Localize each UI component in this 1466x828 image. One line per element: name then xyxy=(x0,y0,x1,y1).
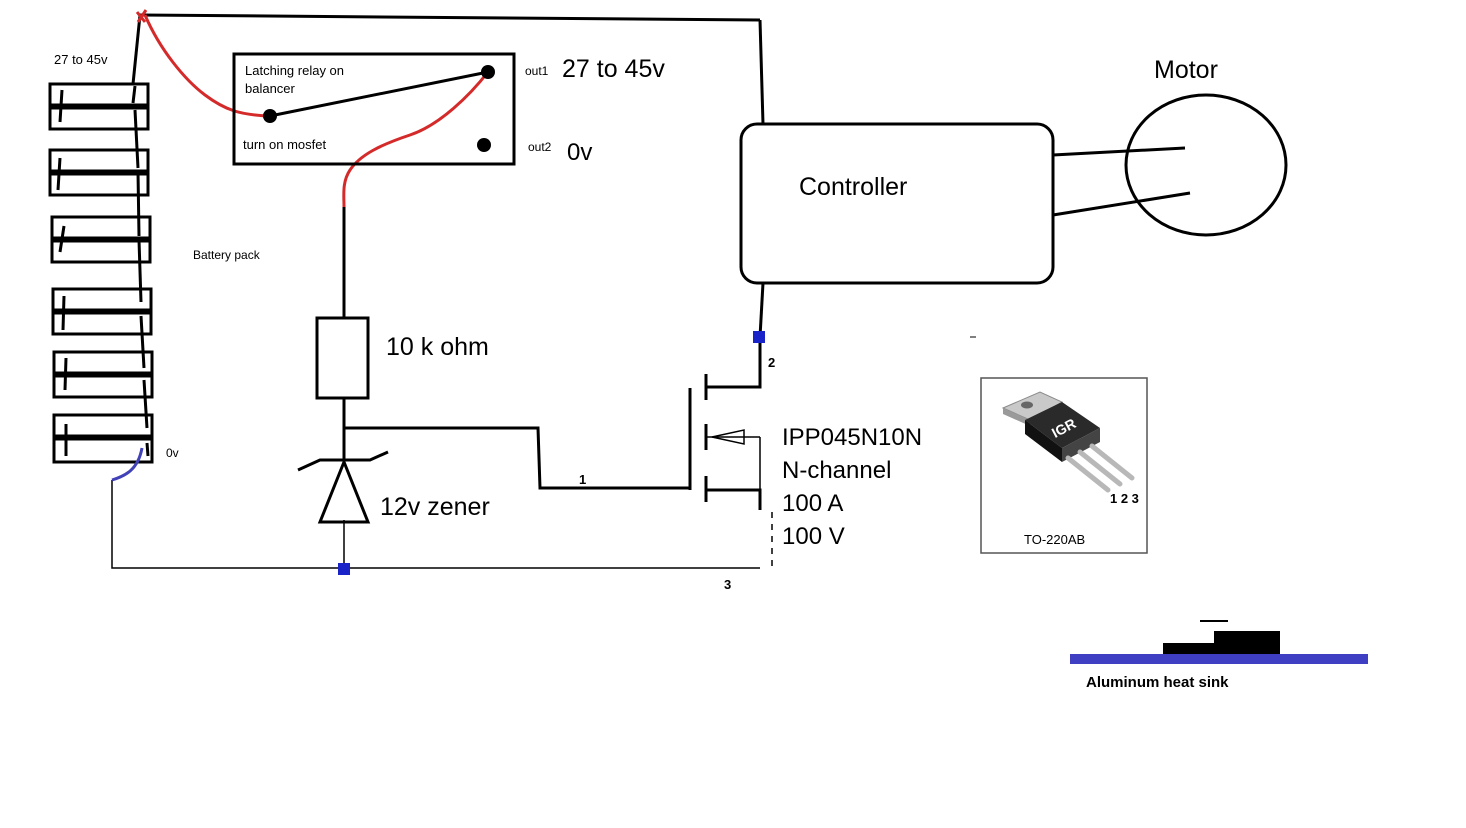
pin2-label: 2 xyxy=(768,355,775,370)
battery-positive-lead xyxy=(131,14,142,85)
latching-relay xyxy=(232,52,516,166)
battery-cell xyxy=(50,215,152,240)
battery-cell xyxy=(48,172,150,197)
relay-common-contact xyxy=(263,109,277,123)
battery-cell xyxy=(51,287,153,312)
pin3-label: 3 xyxy=(724,577,731,592)
red-wires xyxy=(143,14,490,208)
mosfet-part-label: IPP045N10N xyxy=(782,424,922,451)
relay-out1-contact xyxy=(481,65,495,79)
battery-cell xyxy=(52,374,154,399)
top-supply-wire xyxy=(139,13,761,22)
battery-cell xyxy=(52,413,154,438)
motor-leads xyxy=(1052,146,1191,217)
controller-supply-wire xyxy=(758,19,765,125)
motor-circle xyxy=(1124,93,1288,237)
package-pins-label: 1 2 3 xyxy=(1110,491,1139,506)
pin1-label: 1 xyxy=(579,472,586,487)
mosfet-current-label: 100 A xyxy=(782,490,843,517)
positive-terminal-mark xyxy=(135,9,148,23)
transistor-side-body xyxy=(1163,643,1280,654)
heat-sink-plate xyxy=(1070,654,1368,664)
relay-switch-arm xyxy=(269,70,489,118)
relay-title-line1: Latching relay on xyxy=(245,63,344,78)
out1-label: out1 xyxy=(525,64,549,78)
battery-pack xyxy=(48,82,154,464)
blue-wire-battery-negative xyxy=(111,447,144,482)
relay-box xyxy=(232,52,516,166)
resistor-10k xyxy=(315,316,370,400)
battery-cell xyxy=(48,82,150,107)
battery-cell xyxy=(48,148,150,173)
source-wire xyxy=(706,488,762,510)
relay-title-line2: balancer xyxy=(245,81,296,96)
red-wire-out1-to-mosfet xyxy=(342,71,490,208)
zener-diode xyxy=(297,450,389,524)
package-body-top xyxy=(1025,402,1100,448)
zener-label: 12v zener xyxy=(380,493,490,521)
junction-drain xyxy=(753,331,765,343)
mosfet-symbol xyxy=(688,374,761,502)
controller-box xyxy=(739,122,1055,285)
package-leads xyxy=(1065,443,1135,493)
battery-zero-label: 0v xyxy=(166,446,179,460)
drain-wire xyxy=(706,337,762,389)
controller-return-wire xyxy=(758,282,765,338)
controller-label: Controller xyxy=(799,173,907,201)
junction-ground xyxy=(338,563,350,575)
to220-package-image xyxy=(980,377,1148,554)
out2-label: out2 xyxy=(528,140,552,154)
battery-voltage-label: 27 to 45v xyxy=(54,52,108,67)
transistor-side-tab xyxy=(1214,631,1280,644)
relay-out2-contact xyxy=(477,138,491,152)
battery-cell xyxy=(50,239,152,264)
gate-wire xyxy=(344,426,690,490)
battery-cell xyxy=(48,106,150,131)
out1-voltage-label: 27 to 45v xyxy=(562,55,665,83)
heat-sink-label: Aluminum heat sink xyxy=(1086,674,1229,691)
ground-return xyxy=(111,480,773,569)
battery-pack-label: Battery pack xyxy=(193,248,261,262)
wiring xyxy=(131,13,1191,510)
battery-cell xyxy=(52,437,154,464)
battery-cell xyxy=(52,350,154,375)
out2-voltage-label: 0v xyxy=(567,139,592,166)
mosfet-voltage-label: 100 V xyxy=(782,523,845,550)
package-tab-hole xyxy=(1021,401,1033,409)
package-name-label: TO-220AB xyxy=(1024,532,1085,547)
red-wire-battery-to-relay xyxy=(143,14,271,118)
resistor-label: 10 k ohm xyxy=(386,333,489,361)
battery-cell xyxy=(51,311,153,336)
heat-sink-diagram xyxy=(1070,620,1368,664)
relay-turn-on-label: turn on mosfet xyxy=(243,137,326,152)
motor-label: Motor xyxy=(1154,56,1218,84)
mosfet-type-label: N-channel xyxy=(782,457,891,484)
